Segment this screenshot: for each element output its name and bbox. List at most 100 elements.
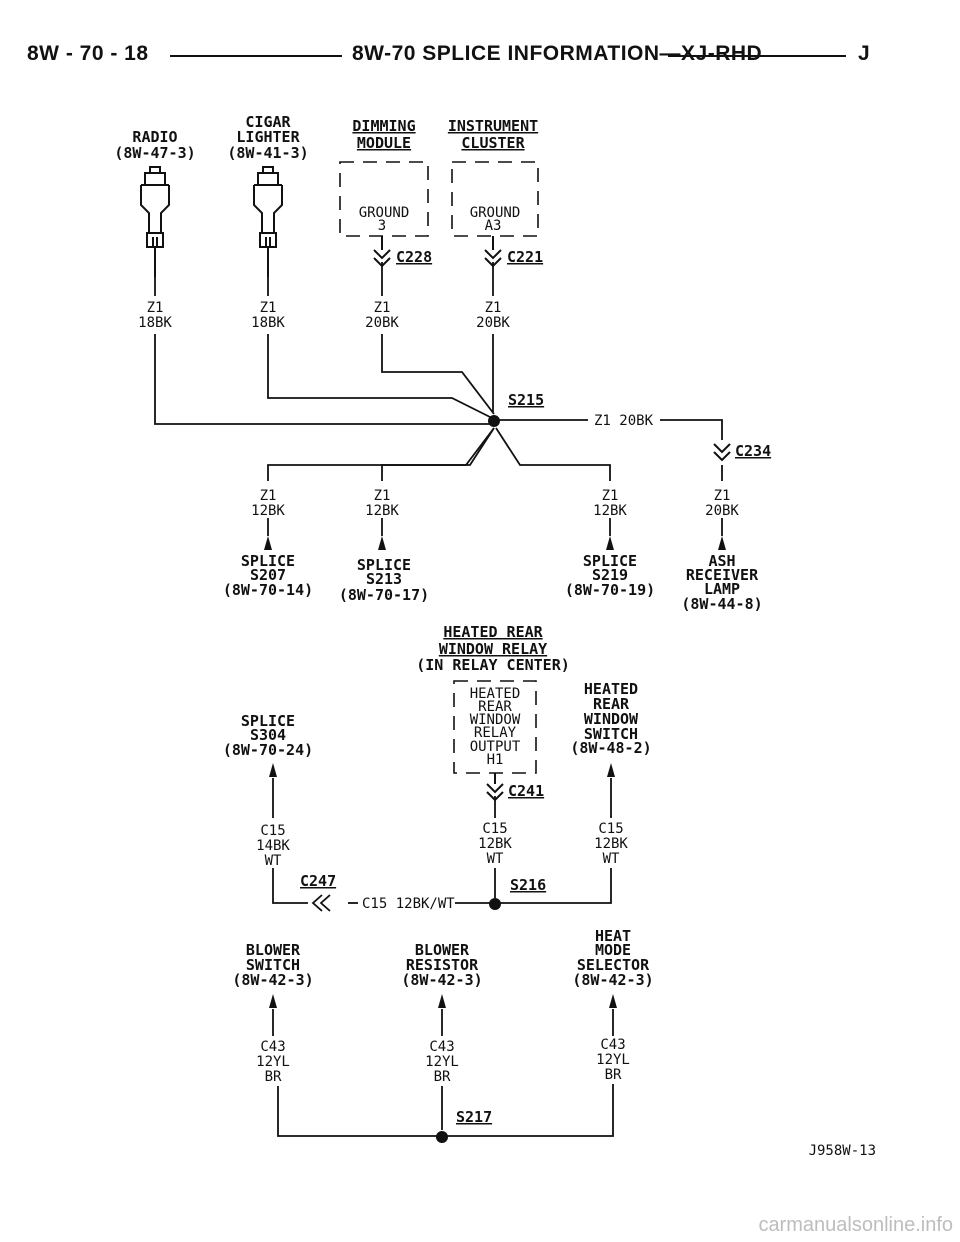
dimming-module-component: DIMMING MODULE GROUND 3 C228 — [339, 117, 432, 267]
relay-pin-line-2: REAR — [478, 699, 512, 715]
ash-label-1: ASH — [708, 552, 735, 570]
relay-wire-circuit: C15 — [482, 821, 507, 837]
s217-label: S217 — [456, 1108, 492, 1126]
c241-label: C241 — [508, 782, 544, 800]
blower-resistor-wire-circuit: C43 — [429, 1039, 454, 1055]
header-rule-left — [170, 55, 342, 57]
s216-label: S216 — [510, 876, 546, 894]
heat-mode-label-1: HEAT — [595, 927, 631, 945]
s219-wire-gauge: 12BK — [593, 503, 627, 519]
heat-mode-label-2: MODE — [595, 941, 631, 959]
relay-title-3: (IN RELAY CENTER) — [416, 656, 570, 674]
dimming-module-pin-name: GROUND — [359, 205, 410, 221]
hrw-switch-label-4: SWITCH — [584, 725, 638, 743]
hrw-switch-wire-circuit: C15 — [598, 821, 623, 837]
page-header: 8W - 70 - 18 8W-70 SPLICE INFORMATION—XJ… — [0, 0, 960, 90]
relay-pin-line-3: WINDOW — [470, 712, 521, 728]
watermark: carmanualsonline.info — [758, 1214, 953, 1236]
hrw-switch-wire-color: WT — [603, 851, 620, 867]
s219-arrow-icon — [606, 536, 614, 550]
ash-label-2: RECEIVER — [686, 566, 759, 584]
relay-wire-color: WT — [487, 851, 504, 867]
cigar-lighter-ref: (8W-41-3) — [227, 144, 308, 162]
relay-pin-num: H1 — [487, 752, 504, 768]
dimming-module-pin-num: 3 — [378, 218, 386, 234]
s215-wires — [154, 262, 723, 536]
radio-component: RADIO (8W-47-3) — [114, 128, 196, 278]
s215-splice-dot — [488, 415, 500, 427]
cigar-lighter-label-1: CIGAR — [245, 113, 291, 131]
blower-switch-arrow-icon — [269, 994, 277, 1008]
ash-label-3: LAMP — [704, 580, 740, 598]
s219-label-2: S219 — [592, 566, 628, 584]
c15-wire-labels: C15 14BK WT C15 12BK WT C15 12BK WT — [256, 821, 628, 869]
s213-arrow-icon — [378, 536, 386, 550]
blower-resistor-arrow-icon — [438, 994, 446, 1008]
heat-mode-selector-destination: HEAT MODE SELECTOR (8W-42-3) — [572, 927, 654, 1008]
heat-mode-wire-circuit: C43 — [600, 1037, 625, 1053]
s216-splice-dot — [489, 898, 501, 910]
relay-pin-line-1: HEATED — [470, 686, 521, 702]
s213-label-2: S213 — [366, 570, 402, 588]
blower-resistor-label-2: RESISTOR — [406, 956, 479, 974]
relay-title-2: WINDOW RELAY — [439, 640, 547, 658]
blower-switch-destination: BLOWER SWITCH (8W-42-3) — [232, 941, 314, 1008]
blower-switch-wire-color: BR — [265, 1069, 282, 1085]
page-number: 8W - 70 - 18 — [27, 42, 149, 65]
cluster-wire-gauge: 20BK — [476, 315, 510, 331]
instrument-cluster-label-2: CLUSTER — [461, 134, 525, 152]
cigar-lighter-label-2: LIGHTER — [236, 128, 300, 146]
heated-rear-window-relay: HEATED REAR WINDOW RELAY (IN RELAY CENTE… — [416, 623, 570, 801]
s213-ref: (8W-70-17) — [339, 586, 429, 604]
hrw-switch-wire-gauge: 12BK — [594, 836, 628, 852]
heat-mode-wire-gauge: 12YL — [596, 1052, 630, 1068]
splice-s207-destination: SPLICE S207 (8W-70-14) — [223, 552, 313, 599]
s207-label-1: SPLICE — [241, 552, 295, 570]
hrw-switch-ref: (8W-48-2) — [570, 739, 651, 757]
edition-letter: J — [858, 42, 871, 65]
s213-label-1: SPLICE — [357, 556, 411, 574]
lighter-wire-circuit: Z1 — [260, 300, 277, 316]
s219-wire-circuit: Z1 — [602, 488, 619, 504]
relay-title-1: HEATED REAR — [443, 623, 543, 641]
s304-ref: (8W-70-24) — [223, 741, 313, 759]
lighter-wire-gauge: 18BK — [251, 315, 285, 331]
figure-id: J958W-13 — [809, 1143, 876, 1159]
dimming-wire-circuit: Z1 — [374, 300, 391, 316]
s304-wire-color: WT — [265, 853, 282, 869]
blower-switch-label-1: BLOWER — [246, 941, 301, 959]
s304-label-2: S304 — [250, 726, 286, 744]
splice-s213-destination: SPLICE S213 (8W-70-17) — [339, 556, 429, 604]
s304-arrow-icon — [269, 763, 277, 777]
s304-wire-circuit: C15 — [260, 823, 285, 839]
dimming-module-label-1: DIMMING — [352, 117, 415, 135]
ash-wire-gauge: 20BK — [705, 503, 739, 519]
radio-wire-circuit: Z1 — [147, 300, 164, 316]
s219-label-1: SPLICE — [583, 552, 637, 570]
dimming-module-box — [339, 161, 429, 237]
c43-wire-labels: C43 12YL BR C43 12YL BR C43 12YL BR — [256, 1037, 630, 1085]
radio-wire-gauge: 18BK — [138, 315, 172, 331]
heated-rear-window-switch: HEATED REAR WINDOW SWITCH (8W-48-2) — [570, 680, 652, 777]
instrument-cluster-label-1: INSTRUMENT — [448, 117, 538, 135]
c228-label: C228 — [396, 248, 432, 266]
splice-s219-destination: SPLICE S219 (8W-70-19) — [565, 552, 655, 599]
hrw-switch-label-3: WINDOW — [584, 710, 639, 728]
blower-resistor-wire-gauge: 12YL — [425, 1054, 459, 1070]
hrw-switch-arrow-icon — [607, 763, 615, 777]
s304-wire-gauge: 14BK — [256, 838, 290, 854]
relay-pin-line-5: OUTPUT — [470, 739, 521, 755]
relay-pin-line-4: RELAY — [474, 725, 517, 741]
radio-connector-icon — [140, 166, 170, 278]
radio-label: RADIO — [132, 128, 177, 146]
blower-resistor-ref: (8W-42-3) — [401, 971, 482, 989]
c247-connector-icon — [311, 894, 331, 912]
blower-switch-wire-gauge: 12YL — [256, 1054, 290, 1070]
c221-label: C221 — [507, 248, 543, 266]
s213-wire-circuit: Z1 — [374, 488, 391, 504]
radio-ref: (8W-47-3) — [114, 144, 195, 162]
instrument-cluster-pin-name: GROUND — [470, 205, 521, 221]
heat-mode-wire-color: BR — [605, 1067, 622, 1083]
middle-wire-labels: Z1 12BK Z1 12BK Z1 12BK Z1 20BK — [251, 488, 739, 519]
heat-mode-arrow-icon — [609, 994, 617, 1008]
